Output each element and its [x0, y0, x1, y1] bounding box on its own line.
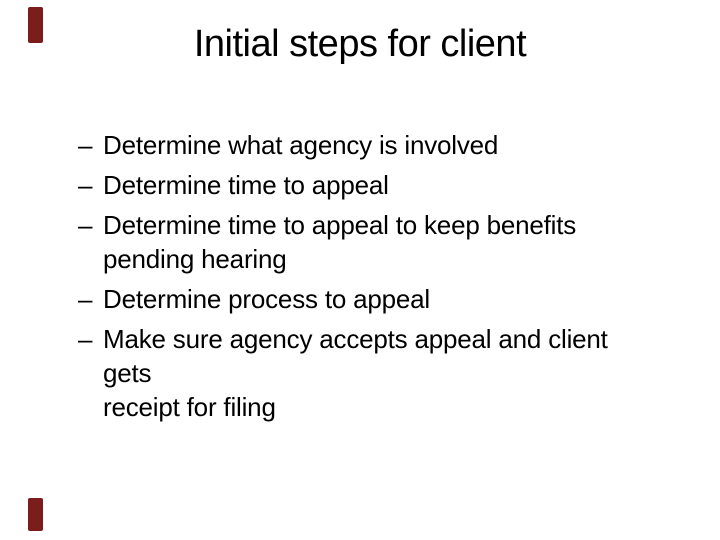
bullet-dash: –	[78, 284, 93, 314]
bullet-line: receipt for filing	[103, 392, 276, 422]
bullet-text: Determine process to appeal	[103, 282, 658, 316]
bullet-dash: –	[78, 210, 93, 240]
bullet-item-2: – Determine time to appeal	[78, 168, 658, 202]
bullet-line: Determine process to appeal	[103, 284, 431, 314]
bullet-item-3: – Determine time to appeal to keep benef…	[78, 208, 658, 276]
bullet-text: Determine time to appeal to keep benefit…	[103, 208, 658, 276]
bullet-dash: –	[78, 324, 93, 354]
bullet-item-1: – Determine what agency is involved	[78, 128, 658, 162]
bullet-line: pending hearing	[103, 244, 287, 274]
left-accent-bar-bottom	[28, 498, 43, 531]
bullet-line: Make sure agency accepts appeal and clie…	[103, 324, 608, 388]
bullet-line: Determine what agency is involved	[103, 130, 499, 160]
bullet-line: Determine time to appeal	[103, 170, 389, 200]
bullet-dash: –	[78, 130, 93, 160]
bullet-text: Determine what agency is involved	[103, 128, 658, 162]
left-accent-bar-top	[28, 7, 43, 43]
bullet-text: Determine time to appeal	[103, 168, 658, 202]
bullet-list: – Determine what agency is involved – De…	[78, 128, 658, 430]
bullet-line: Determine time to appeal to keep benefit…	[103, 210, 577, 240]
bullet-text: Make sure agency accepts appeal and clie…	[103, 322, 658, 424]
bullet-item-5: – Make sure agency accepts appeal and cl…	[78, 322, 658, 424]
bullet-item-4: – Determine process to appeal	[78, 282, 658, 316]
bullet-dash: –	[78, 170, 93, 200]
slide-title: Initial steps for client	[193, 23, 527, 65]
